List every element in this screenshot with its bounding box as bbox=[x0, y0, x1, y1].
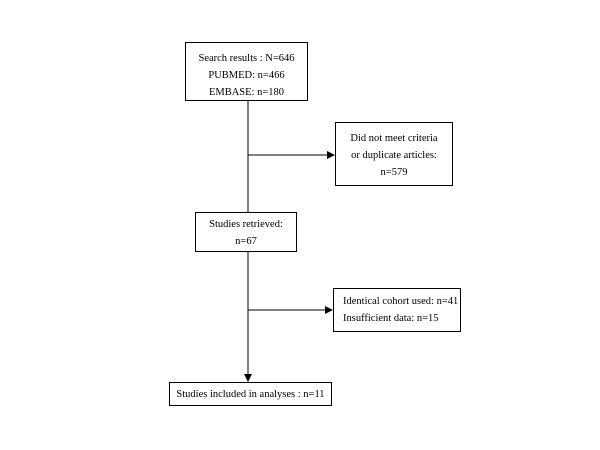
excluded-cohort-box: Identical cohort used: n=41 Insufficient… bbox=[333, 288, 461, 332]
insufficient-data-count: Insufficient data: n=15 bbox=[343, 313, 439, 324]
search-results-embase: EMBASE: n=180 bbox=[208, 87, 285, 98]
excluded-criteria-count: n=579 bbox=[380, 167, 408, 178]
excluded-criteria-box: Did not meet criteria or duplicate artic… bbox=[335, 122, 453, 186]
search-results-total: Search results : N=646 bbox=[198, 53, 295, 64]
search-results-pubmed: PUBMED: n=466 bbox=[208, 70, 285, 81]
excluded-criteria-line-1: Did not meet criteria bbox=[350, 133, 438, 144]
studies-retrieved-box: Studies retrieved: n=67 bbox=[195, 212, 297, 252]
identical-cohort-count: Identical cohort used: n=41 bbox=[343, 296, 459, 307]
studies-included-label: Studies included in analyses : n=11 bbox=[176, 389, 325, 400]
studies-retrieved-count: n=67 bbox=[235, 236, 257, 247]
search-results-box: Search results : N=646 PUBMED: n=466 EMB… bbox=[185, 42, 308, 101]
studies-retrieved-label: Studies retrieved: bbox=[209, 219, 283, 230]
studies-included-box: Studies included in analyses : n=11 bbox=[169, 382, 332, 406]
excluded-criteria-line-2: or duplicate articles: bbox=[351, 150, 437, 161]
